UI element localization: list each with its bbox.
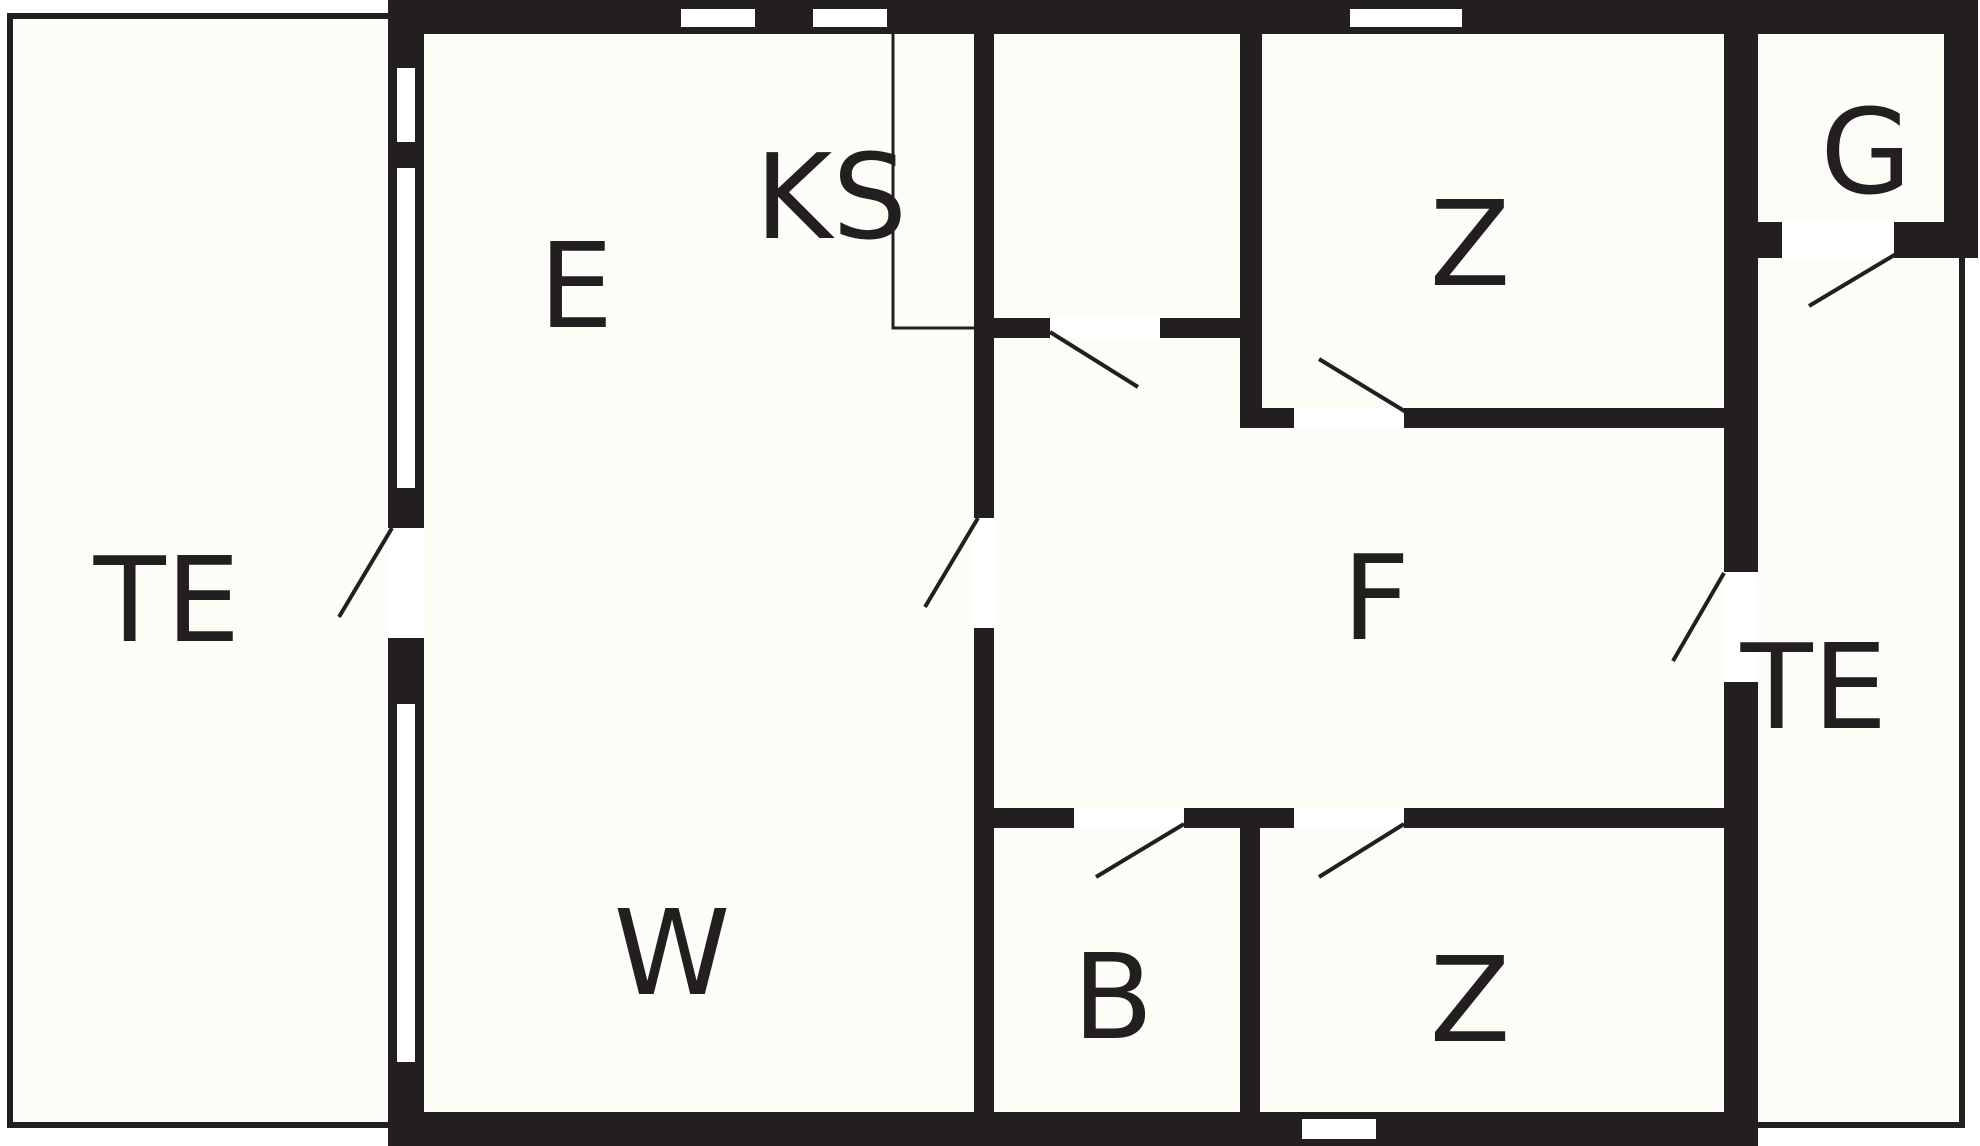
room-label-room-bottom: Z <box>1430 931 1511 1069</box>
door-leaves <box>337 252 1898 879</box>
room-label-dining: E <box>539 217 614 355</box>
room-label-living: W <box>614 884 731 1022</box>
door-openings <box>388 222 1894 828</box>
terrace-left <box>7 13 397 1128</box>
room-label-garage: G <box>1820 83 1911 221</box>
room-label-terrace-left: TE <box>93 531 241 669</box>
room-labels: TE E KS W Z F B Z G TE <box>93 83 1912 1069</box>
kitchen-counter <box>891 34 974 330</box>
room-label-hall: F <box>1342 529 1410 667</box>
windows <box>397 9 1462 1139</box>
room-label-kitchen: KS <box>755 128 907 266</box>
garage-block <box>1724 0 1978 258</box>
room-label-terrace-right: TE <box>1740 618 1888 756</box>
house-outline <box>388 0 1756 1146</box>
room-label-room-top: Z <box>1430 175 1511 313</box>
room-label-bath: B <box>1073 928 1154 1066</box>
